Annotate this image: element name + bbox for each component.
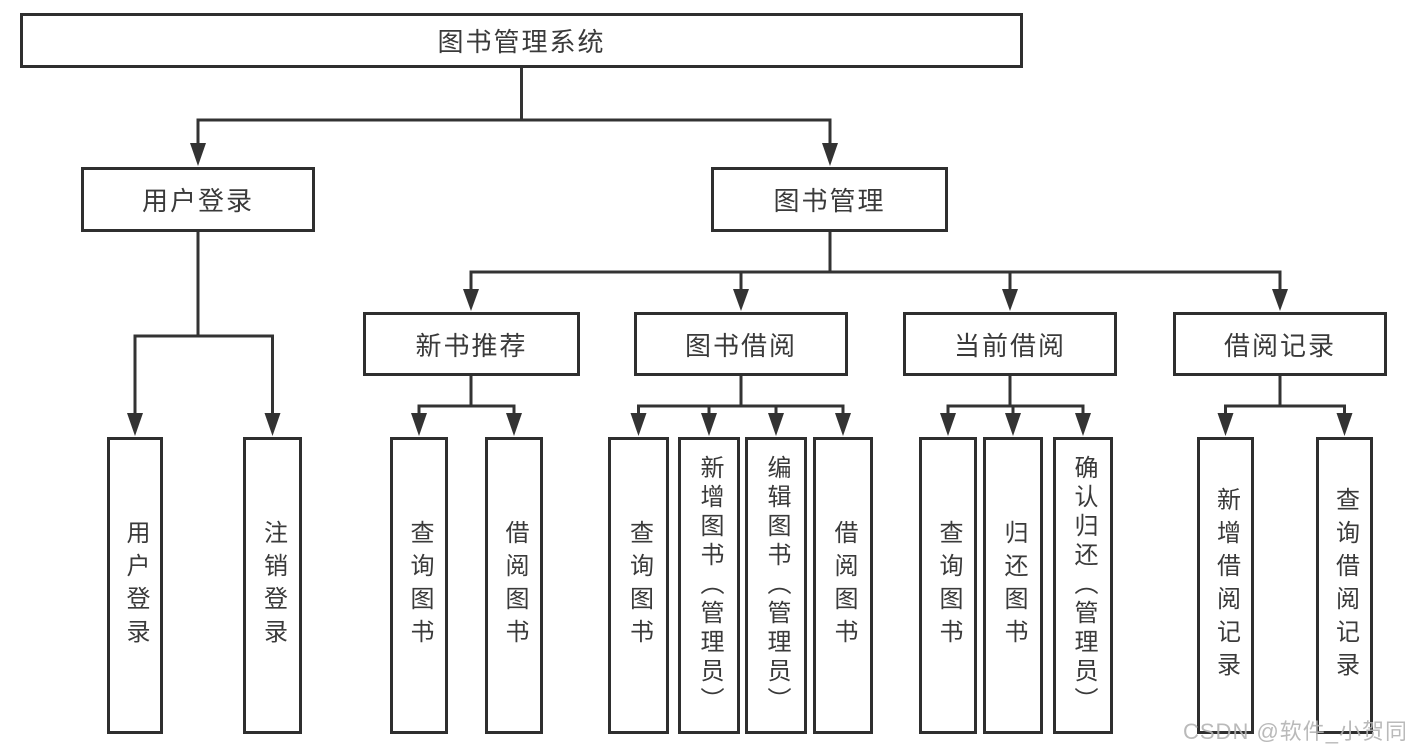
arrow-down-icon bbox=[1005, 413, 1021, 436]
node-label: 查询图书 bbox=[406, 519, 433, 652]
leaf-confirm-return-admin: 确认归还（管理员） bbox=[1053, 437, 1113, 734]
node-label: 用户登录 bbox=[122, 519, 149, 652]
leaf-query-borrow-record: 查询借阅记录 bbox=[1316, 437, 1373, 734]
arrow-down-icon bbox=[701, 413, 717, 436]
arrow-down-icon bbox=[506, 413, 522, 436]
leaf-add-borrow-record: 新增借阅记录 bbox=[1197, 437, 1254, 734]
node-label: 新增借阅记录 bbox=[1212, 486, 1240, 685]
leaf-edit-book-admin: 编辑图书（管理员） bbox=[745, 437, 807, 734]
arrow-down-icon bbox=[1075, 413, 1091, 436]
leaf-add-book-admin: 新增图书（管理员） bbox=[678, 437, 740, 734]
arrow-down-icon bbox=[411, 413, 427, 436]
node-user-login: 用户登录 bbox=[81, 167, 315, 232]
arrow-down-icon bbox=[127, 413, 143, 436]
csdn-watermark: CSDN @软件_小贺同学 bbox=[1183, 719, 1405, 744]
node-label: 新书推荐 bbox=[415, 330, 528, 361]
node-new-book-recommendation: 新书推荐 bbox=[363, 312, 580, 376]
arrow-down-icon bbox=[463, 289, 479, 311]
node-label: 图书管理系统 bbox=[437, 27, 606, 57]
arrow-down-icon bbox=[835, 413, 851, 436]
leaf-query-books-recommend: 查询图书 bbox=[390, 437, 448, 734]
node-current-borrowing: 当前借阅 bbox=[903, 312, 1117, 376]
arrow-down-icon bbox=[1217, 413, 1234, 436]
node-label: 查询图书 bbox=[935, 519, 962, 652]
arrow-down-icon bbox=[733, 289, 749, 311]
arrow-down-icon bbox=[1002, 289, 1018, 311]
arrow-down-icon bbox=[768, 413, 784, 436]
node-label: 借阅图书 bbox=[501, 519, 528, 652]
arrow-down-icon bbox=[940, 413, 956, 436]
arrow-down-icon bbox=[1272, 289, 1288, 311]
leaf-logout: 注销登录 bbox=[243, 437, 302, 734]
node-label: 编辑图书（管理员） bbox=[763, 455, 790, 716]
leaf-query-books-current: 查询图书 bbox=[919, 437, 977, 734]
node-label: 归还图书 bbox=[1000, 519, 1027, 652]
arrow-down-icon bbox=[822, 143, 838, 166]
leaf-user-login: 用户登录 bbox=[107, 437, 163, 734]
node-label: 查询图书 bbox=[625, 519, 653, 652]
leaf-borrow-books-borrowing: 借阅图书 bbox=[813, 437, 873, 734]
arrow-down-icon bbox=[190, 143, 206, 166]
node-library-system: 图书管理系统 bbox=[20, 13, 1023, 68]
node-label: 图书借阅 bbox=[684, 330, 797, 361]
leaf-borrow-books-recommend: 借阅图书 bbox=[485, 437, 543, 734]
leaf-return-books: 归还图书 bbox=[983, 437, 1043, 734]
node-label: 查询借阅记录 bbox=[1331, 486, 1359, 685]
node-label: 借阅记录 bbox=[1223, 330, 1336, 361]
node-book-management: 图书管理 bbox=[711, 167, 948, 232]
node-label: 当前借阅 bbox=[953, 330, 1066, 361]
node-label: 确认归还（管理员） bbox=[1070, 455, 1097, 716]
node-label: 注销登录 bbox=[259, 519, 287, 652]
node-label: 图书管理 bbox=[773, 186, 886, 216]
arrow-down-icon bbox=[630, 413, 647, 436]
arrow-down-icon bbox=[1336, 413, 1353, 436]
node-label: 新增图书（管理员） bbox=[696, 455, 723, 716]
node-borrowing-records: 借阅记录 bbox=[1173, 312, 1387, 376]
arrow-down-icon bbox=[264, 413, 281, 436]
leaf-query-books-borrowing: 查询图书 bbox=[608, 437, 669, 734]
arrowheads bbox=[127, 143, 1353, 436]
node-label: 借阅图书 bbox=[830, 519, 857, 652]
node-label: 用户登录 bbox=[141, 186, 254, 216]
node-book-borrowing: 图书借阅 bbox=[634, 312, 848, 376]
